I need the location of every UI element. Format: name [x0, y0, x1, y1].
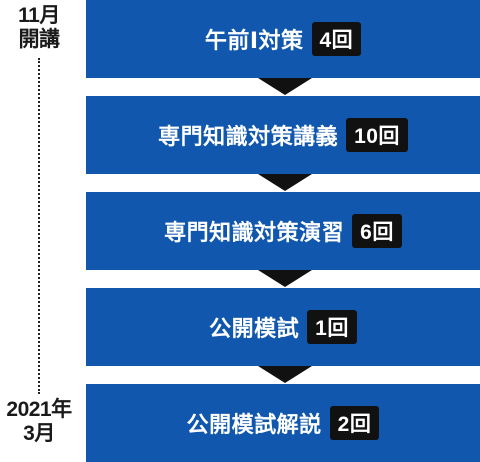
- step-title: 専門知識対策演習: [164, 220, 345, 245]
- start-date-label: 11月 開講: [0, 4, 78, 52]
- timeline-dotted-line: [38, 58, 40, 394]
- step-box-2: 専門知識対策講義 10回: [86, 96, 480, 174]
- down-arrow-icon: [258, 78, 312, 95]
- session-count-badge: 6回: [352, 214, 402, 248]
- session-count-badge: 2回: [329, 406, 380, 440]
- start-caption-text: 開講: [18, 28, 61, 51]
- down-arrow-icon: [258, 174, 312, 191]
- step-box-5: 公開模試解説 2回: [86, 384, 480, 462]
- session-count-badge: 1回: [307, 310, 357, 344]
- down-arrow-icon: [258, 270, 312, 287]
- step-box-1: 午前Ⅰ対策 4回: [86, 0, 480, 78]
- session-count-badge: 10回: [346, 118, 408, 152]
- step-title: 公開模試解説: [186, 412, 322, 437]
- step-box-3: 専門知識対策演習 6回: [86, 192, 480, 270]
- step-title: 専門知識対策講義: [158, 124, 339, 149]
- start-month-text: 11月: [18, 4, 60, 27]
- step-title: 午前Ⅰ対策: [204, 28, 304, 53]
- end-year-text: 2021年: [6, 398, 72, 421]
- end-month-text: 3月: [23, 422, 55, 445]
- end-date-label: 2021年 3月: [0, 398, 78, 446]
- down-arrow-icon: [258, 366, 312, 383]
- step-box-4: 公開模試 1回: [86, 288, 480, 366]
- session-count-badge: 4回: [311, 22, 362, 56]
- step-title: 公開模試: [209, 316, 300, 341]
